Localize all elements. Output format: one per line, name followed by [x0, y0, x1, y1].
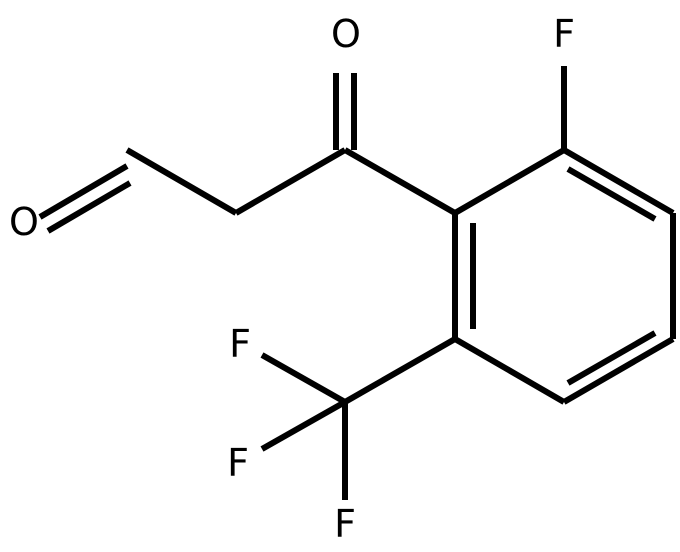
benzene-ring	[452, 147, 676, 405]
aldehyde-carbonyl-bond	[38, 163, 132, 234]
atom-f-ring: F	[553, 12, 575, 56]
bond-ch2-ketone	[234, 147, 347, 216]
atom-f-cf3-bottom: F	[334, 502, 356, 546]
atom-f-cf3-top: F	[229, 322, 251, 366]
bond-ketone-ring	[343, 147, 457, 216]
atom-o-ketone: O	[331, 12, 361, 56]
ketone-carbonyl-bond	[333, 73, 357, 150]
atom-f-cf3-left: F	[227, 441, 249, 485]
atom-o-aldehyde: O	[9, 200, 39, 244]
trifluoromethyl-group	[260, 336, 457, 500]
bond-cho-ch2	[125, 147, 238, 216]
